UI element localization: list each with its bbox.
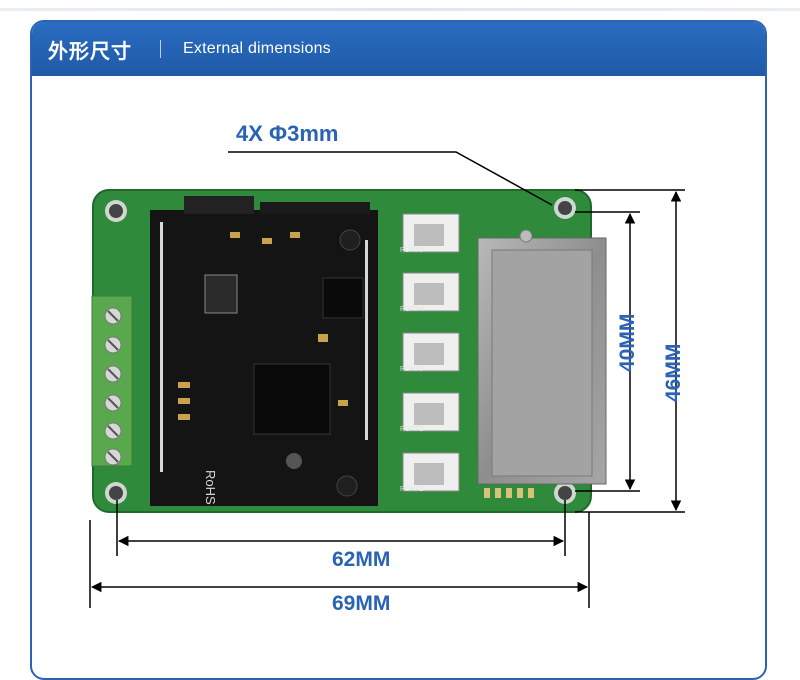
header-divider	[160, 40, 161, 58]
height-outer-label: 46MM	[662, 343, 685, 402]
hole-spec-label: 4X Φ3mm	[236, 121, 339, 146]
width-inner-label: 62MM	[332, 548, 391, 571]
dimensions-card: 外形尺寸 External dimensions	[30, 20, 767, 680]
section-title-en: External dimensions	[183, 40, 331, 57]
section-title-zh: 外形尺寸	[48, 38, 132, 63]
card-header: 外形尺寸 External dimensions	[32, 22, 765, 76]
width-outer-label: 69MM	[332, 592, 391, 615]
height-inner-label: 40MM	[616, 313, 639, 372]
top-separator-line	[0, 8, 800, 11]
